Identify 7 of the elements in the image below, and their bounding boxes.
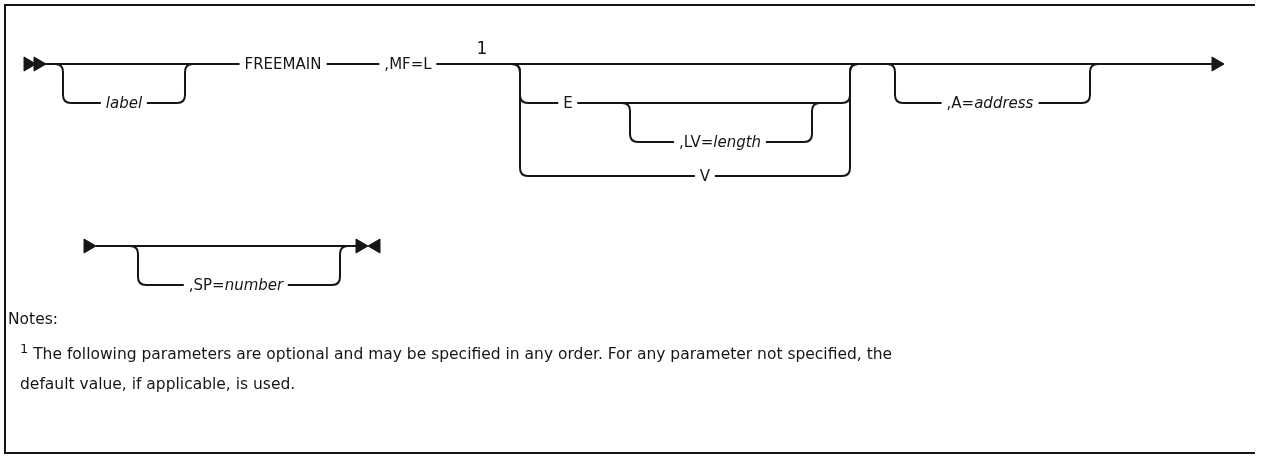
keyword-text: ,MF=L	[379, 55, 437, 73]
parameter-text: ,LV=length	[673, 133, 767, 151]
footnote-text: $^{1}$ The following parameters are optional and may be specified in any order. For any parameter not specified, the default value, if applicable, is used.	[20, 340, 894, 396]
parameter-text: ,A=address	[941, 94, 1039, 112]
footnote-mark: 1	[475, 39, 489, 57]
parameter-text: ,SP=number	[183, 276, 289, 294]
notes-heading: Notes:	[8, 309, 58, 330]
